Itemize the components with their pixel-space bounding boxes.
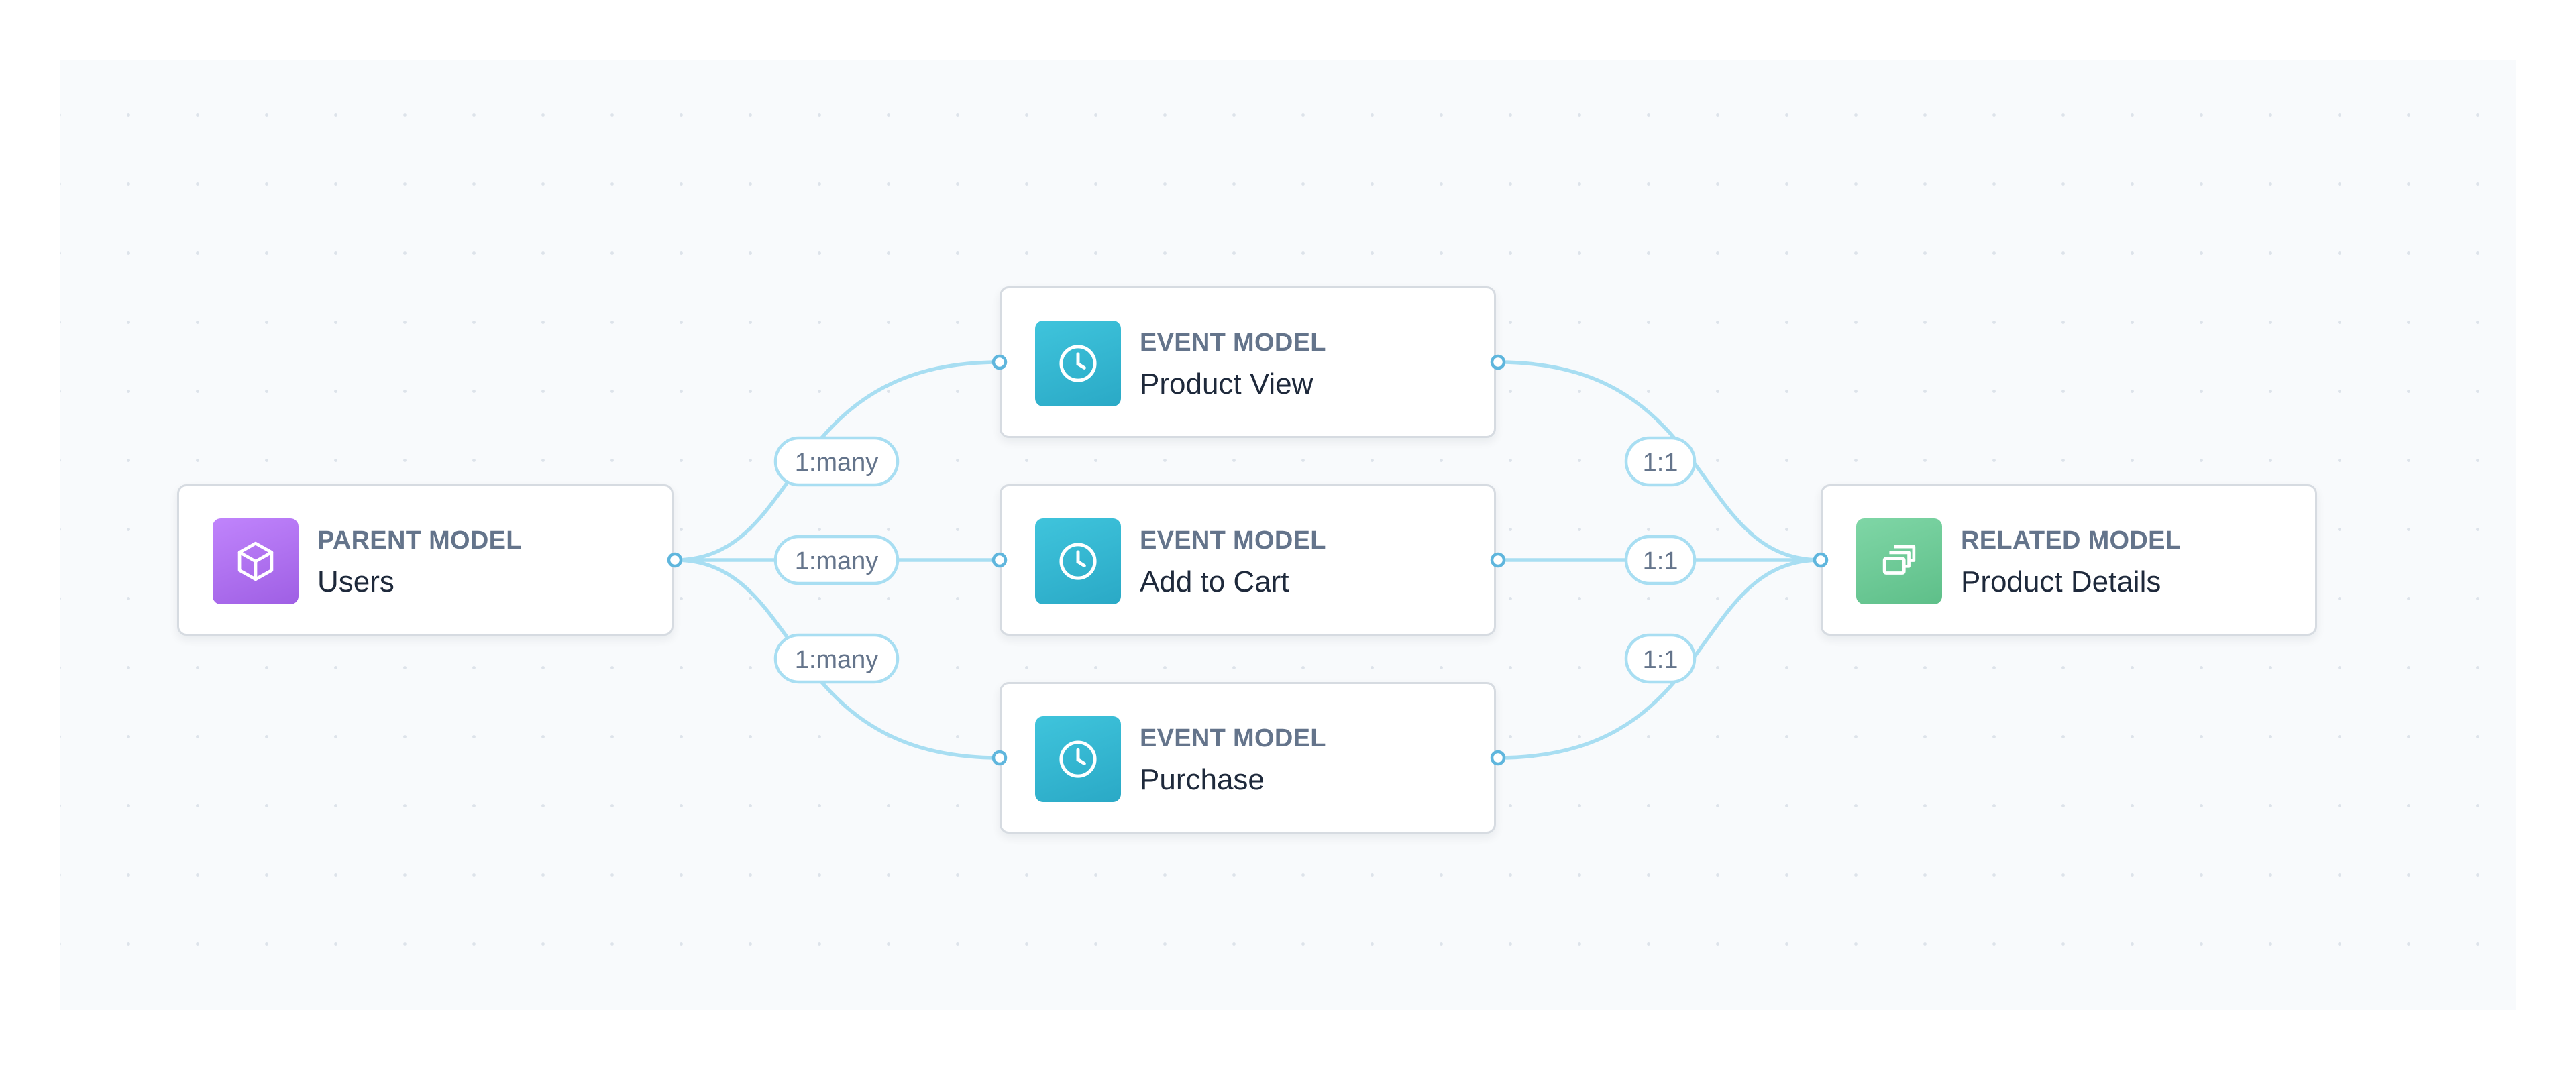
clock-icon [1035,716,1121,802]
layers-icon [1856,518,1942,604]
node-name-label: Users [317,565,394,598]
node-purchase[interactable]: EVENT MODEL Purchase [1000,682,1496,834]
node-kind-label: EVENT MODEL [1140,329,1326,357]
node-kind-label: EVENT MODEL [1140,724,1326,752]
clock-icon [1035,321,1121,406]
node-name-label: Purchase [1140,763,1265,796]
node-name-label: Product View [1140,368,1313,400]
node-users[interactable]: PARENT MODEL Users [177,484,674,636]
node-kind-label: PARENT MODEL [317,526,522,555]
node-kind-label: EVENT MODEL [1140,526,1326,555]
node-add-to-cart[interactable]: EVENT MODEL Add to Cart [1000,484,1496,636]
clock-icon [1035,518,1121,604]
node-product-details[interactable]: RELATED MODEL Product Details [1821,484,2317,636]
node-kind-label: RELATED MODEL [1961,526,2182,555]
cube-icon [213,518,299,604]
node-name-label: Product Details [1961,565,2161,598]
node-product-view[interactable]: EVENT MODEL Product View [1000,286,1496,438]
node-name-label: Add to Cart [1140,565,1289,598]
